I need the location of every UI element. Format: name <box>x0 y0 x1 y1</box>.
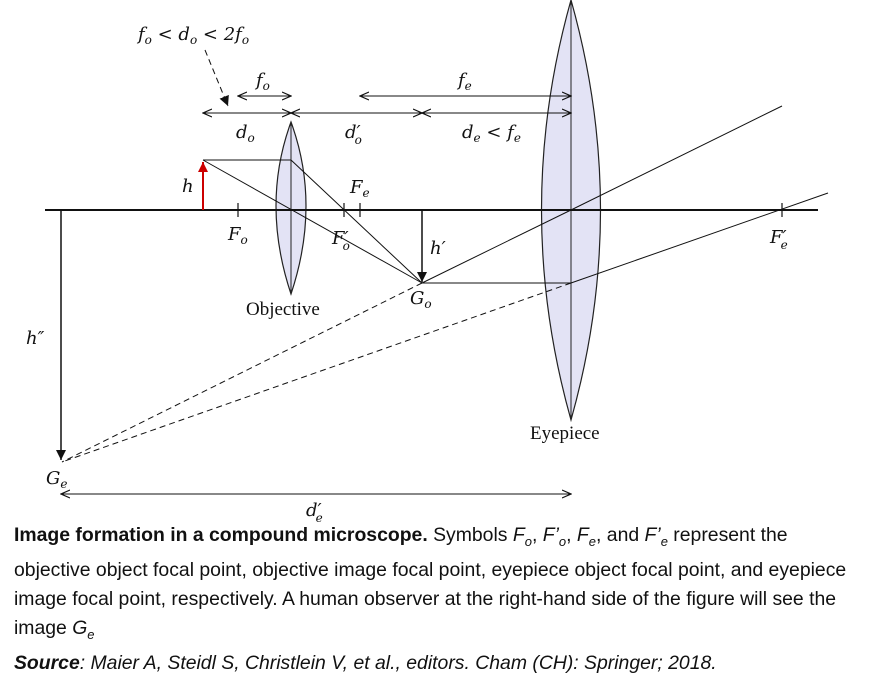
label-h: h <box>182 176 194 197</box>
caption-title: Image formation in a compound microscope… <box>14 524 428 546</box>
label-Fo-prime: F′o <box>331 228 350 253</box>
source-text: : Maier A, Steidl S, Christlein V, et al… <box>79 651 717 674</box>
virtual-ray-upper <box>61 282 423 463</box>
caption-symbol-Ge: Ge <box>72 616 95 642</box>
label-condition: fo < do < 2fo <box>136 24 249 47</box>
label-de: de < fe <box>462 122 521 145</box>
label-fe: fe <box>456 70 472 93</box>
caption-symbol-Fe-prime: F’e <box>644 524 668 549</box>
label-h-double-prime: h″ <box>26 328 45 349</box>
caption-text-3: , <box>566 524 577 546</box>
condition-pointer <box>204 49 229 107</box>
label-do-prime: d′o <box>345 122 362 147</box>
label-Fo: Fo <box>227 224 248 247</box>
label-fo: fo <box>254 70 270 93</box>
ray-exit-lower <box>570 192 829 284</box>
label-de-prime: d′e <box>306 500 323 525</box>
label-objective: Objective <box>246 299 320 320</box>
label-Fe-prime: F′e <box>769 227 788 252</box>
caption-text-4: , and <box>596 524 645 546</box>
caption-symbol-Fo-prime: F’o <box>542 524 567 549</box>
caption-text-1: Symbols <box>427 524 513 546</box>
label-Fe: Fe <box>349 177 370 200</box>
ray-exit-upper <box>570 105 783 211</box>
figure-caption: Image formation in a compound microscope… <box>14 521 869 678</box>
ray-focal-obj <box>290 159 423 284</box>
caption-symbol-Fo: Fo <box>512 524 532 549</box>
label-Go: Go <box>410 288 432 311</box>
label-h-prime: h′ <box>430 238 446 259</box>
caption-symbol-Fe: Fe <box>576 524 597 549</box>
label-Ge: Ge <box>46 468 68 491</box>
caption-source: Source: Maier A, Steidl S, Christlein V,… <box>14 649 869 678</box>
caption-text-2: , <box>531 524 543 546</box>
label-eyepiece: Eyepiece <box>530 423 600 444</box>
caption-text-5: represent the objective object focal poi… <box>14 524 847 639</box>
ray-center-eye <box>421 209 572 284</box>
ray-center-obj <box>202 159 423 284</box>
compound-microscope-diagram: fo < do < 2fo fo fe do d′o de < fe h Fe … <box>26 0 829 525</box>
source-label: Source <box>14 651 80 674</box>
label-do: do <box>236 122 255 145</box>
